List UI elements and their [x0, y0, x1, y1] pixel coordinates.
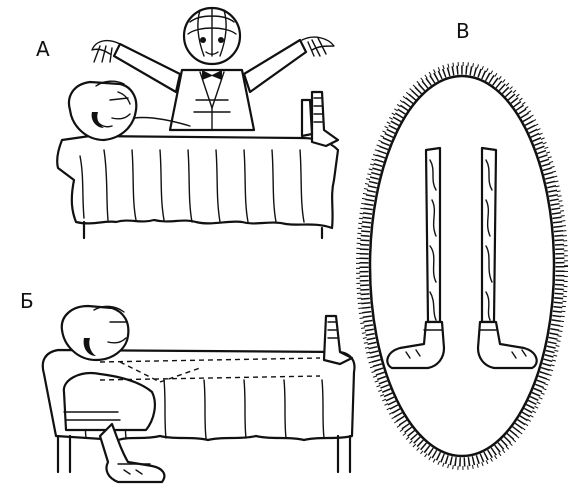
- panel-label-a: А: [36, 37, 50, 61]
- panel-label-b: Б: [20, 289, 34, 313]
- magician: [91, 6, 335, 132]
- sleeper-a: [67, 80, 340, 148]
- panel-b: Б: [20, 289, 356, 484]
- panel-a: А: [36, 6, 340, 240]
- sleeper-b-feet: [322, 314, 354, 366]
- fake-leg-left: [386, 146, 446, 370]
- panel-label-v: В: [456, 19, 470, 43]
- sleeper-b-head: [60, 304, 130, 362]
- panel-v: В: [356, 19, 568, 470]
- hidden-body-outline: [99, 357, 321, 383]
- stippled-oval: [356, 62, 568, 470]
- accomplice: [62, 372, 166, 484]
- table-a: [56, 134, 340, 240]
- fake-leg-right: [476, 146, 538, 370]
